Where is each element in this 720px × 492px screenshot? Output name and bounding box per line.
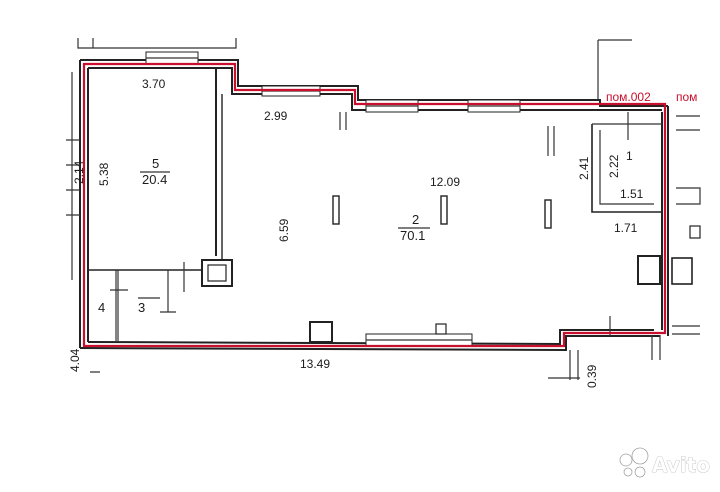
neighbour-label-cut: пом — [676, 90, 697, 104]
interior-walls — [88, 68, 701, 343]
room1-number: 1 — [626, 149, 633, 163]
dim-room2-width: 12.09 — [430, 175, 460, 189]
dim-room2-height: 6.59 — [277, 218, 291, 242]
premises-boundary — [82, 62, 667, 348]
dim-left-total: 4.04 — [68, 348, 82, 372]
dim-bottom-right: 0.39 — [585, 364, 599, 388]
dim-room2-top: 2.99 — [264, 109, 288, 123]
avito-watermark-text: Avito — [652, 453, 710, 477]
dim-bottom-total: 13.49 — [300, 357, 330, 371]
avito-watermark: Avito — [619, 447, 710, 478]
avito-logo-icon — [619, 447, 649, 478]
room4-number: 4 — [98, 300, 105, 315]
room5-area: 20.4 — [142, 172, 167, 187]
dim-room1-left: 2.41 — [577, 156, 591, 180]
dim-room1-right: 2.22 — [607, 154, 621, 178]
outer-walls — [66, 38, 701, 380]
dim-room5-side: 5.38 — [97, 162, 111, 186]
dim-corridor: 1.71 — [614, 221, 638, 235]
dim-room5-top: 3.70 — [142, 77, 166, 91]
room2-area: 70.1 — [400, 228, 425, 243]
neighbour-label-002: пом.002 — [606, 90, 651, 104]
room5-number: 5 — [152, 156, 159, 171]
room2-pillars — [332, 195, 552, 229]
dim-room1-bottom: 1.51 — [620, 187, 644, 201]
room3-number: 3 — [138, 300, 145, 315]
dim-room5-outer: 2.14 — [72, 160, 86, 184]
room2-number: 2 — [412, 212, 419, 227]
